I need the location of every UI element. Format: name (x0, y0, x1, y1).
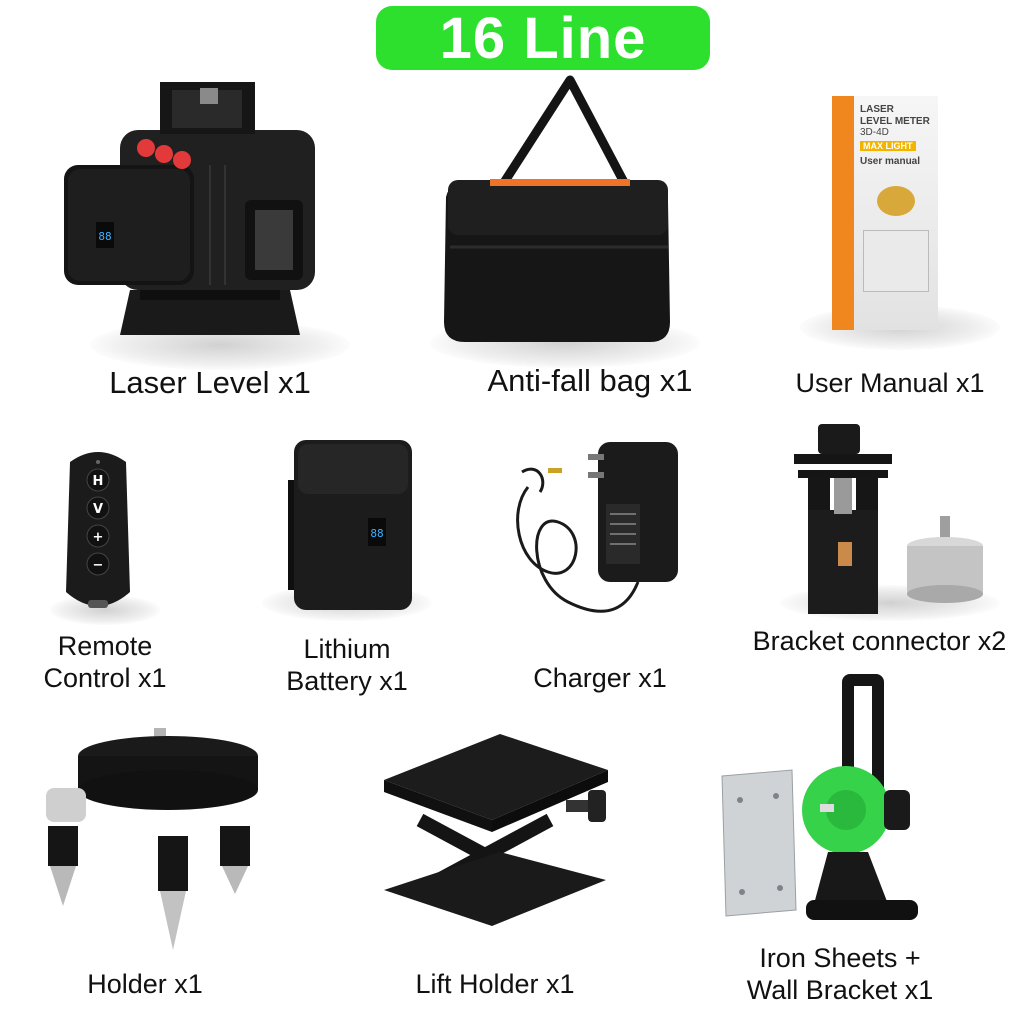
manual-device-picture (863, 229, 929, 292)
remote-control-label: Remote Control x1 (43, 631, 167, 694)
charger-image (516, 442, 678, 613)
manual-brand: MAX LIGHT (860, 140, 916, 151)
svg-text:H: H (93, 474, 104, 489)
svg-text:88: 88 (370, 527, 383, 540)
user-manual-image: LASER LEVEL METER 3D-4D MAX LIGHT User m… (832, 96, 938, 330)
user-manual-label: User Manual x1 (795, 368, 985, 398)
laser-level-label: Laser Level x1 (109, 365, 311, 400)
svg-text:−: − (93, 558, 104, 573)
iron-sheets-wall-bracket-label: Iron Sheets + Wall Bracket x1 (746, 943, 934, 1006)
laser-display-text: 88 (98, 230, 111, 243)
holder-label: Holder x1 (87, 969, 203, 999)
iron-sheets-wall-bracket-image (721, 674, 918, 920)
manual-seal-icon (877, 185, 915, 216)
title-text: 16 Line (439, 5, 647, 71)
title-badge: 16 Line (376, 5, 710, 71)
anti-fall-bag-label: Anti-fall bag x1 (487, 363, 693, 398)
svg-text:+: + (93, 530, 104, 545)
anti-fall-bag-image (444, 75, 670, 342)
manual-line2: LEVEL METER (860, 115, 930, 127)
manual-line3: 3D-4D (860, 127, 889, 138)
lithium-battery-image: 88 (288, 440, 412, 610)
lithium-battery-label: Lithium Battery x1 (286, 634, 408, 697)
charger-label: Charger x1 (533, 663, 667, 693)
bracket-connector-image (794, 424, 983, 614)
svg-text:V: V (93, 502, 103, 517)
remote-control-image: H V + − (66, 452, 130, 608)
holder-image (46, 728, 258, 950)
lift-holder-image (384, 734, 608, 926)
lift-holder-label: Lift Holder x1 (415, 969, 575, 999)
manual-line4: User manual (860, 156, 921, 167)
bracket-connector-label: Bracket connector x2 (752, 626, 1007, 656)
manual-line1: LASER (860, 104, 894, 115)
laser-level-image: 88 (64, 82, 315, 335)
